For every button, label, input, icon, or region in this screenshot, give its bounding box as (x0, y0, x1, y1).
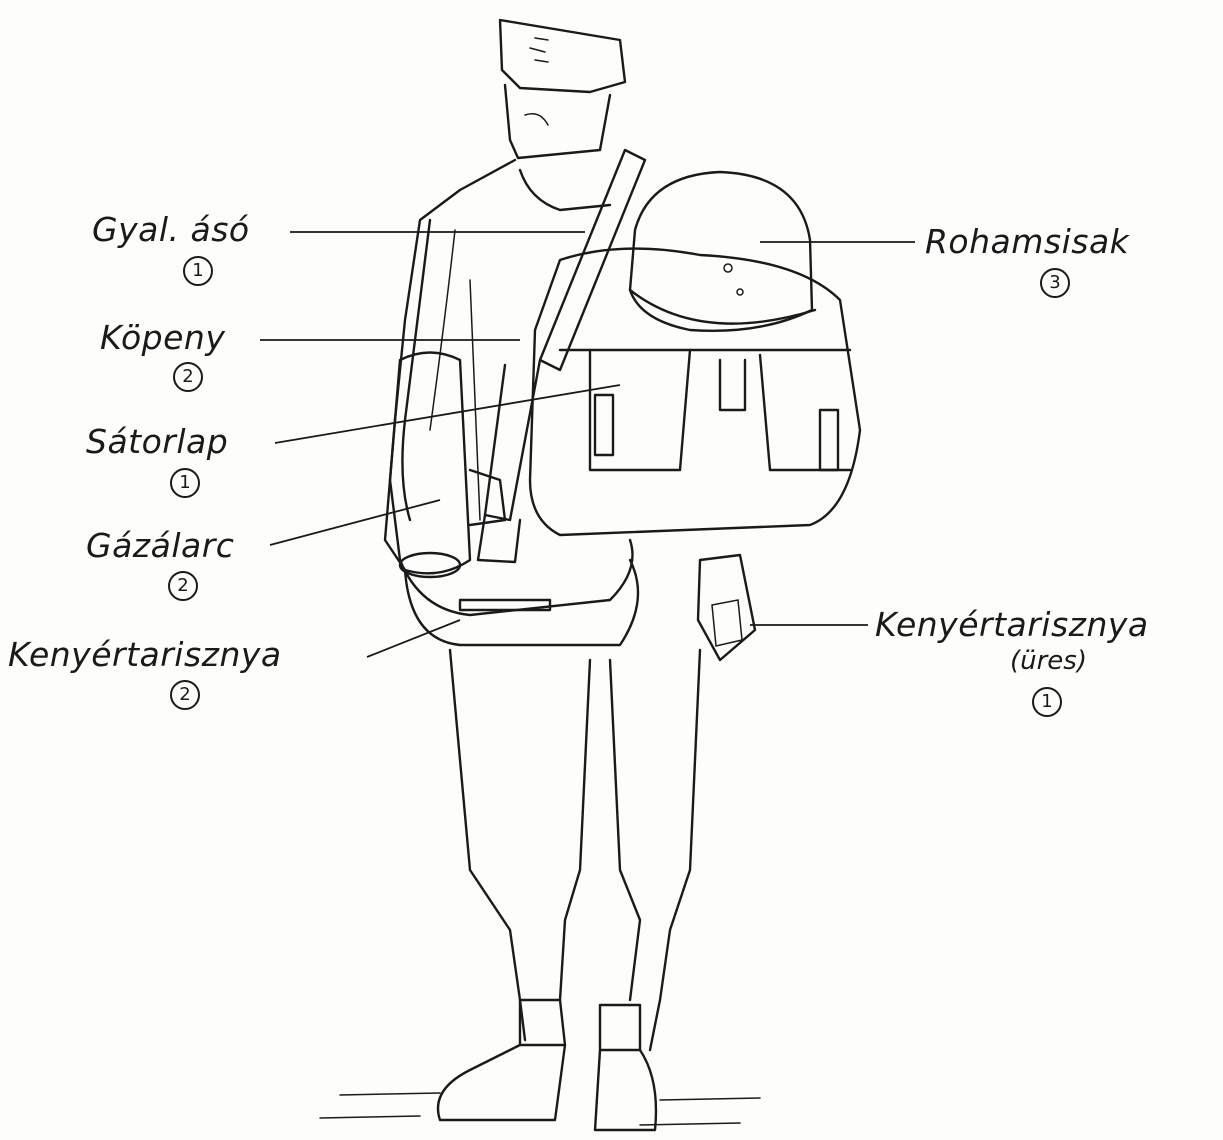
count-kenyertarisznya-left: 2 (170, 680, 200, 710)
count-kopeny: 2 (173, 362, 203, 392)
count-rohamsisak: 3 (1040, 268, 1070, 298)
count-kenyertarisznya-right: 1 (1032, 687, 1062, 717)
helmet (630, 172, 815, 331)
count-gazalarc: 2 (168, 571, 198, 601)
label-kenyertarisznya-right: Kenyértarisznya (875, 605, 1149, 644)
label-kenyertarisznya-right-note: (üres) (1010, 646, 1087, 676)
soldier-boots (438, 1045, 656, 1130)
label-gazalarc: Gázálarc (86, 526, 234, 565)
label-kopeny: Köpeny (100, 318, 225, 357)
label-satorlap: Sátorlap (86, 422, 228, 461)
soldier-head (500, 20, 625, 158)
count-satorlap: 1 (170, 468, 200, 498)
rolled-coat (402, 220, 455, 520)
soldier-torso (390, 160, 633, 615)
leader-lines (260, 232, 915, 657)
label-gyal-aso: Gyal. ásó (92, 210, 250, 249)
label-rohamsisak: Rohamsisak (925, 222, 1129, 261)
soldier-legs (450, 650, 700, 1050)
bread-bag-right (698, 555, 755, 660)
label-kenyertarisznya-left: Kenyértarisznya (8, 635, 282, 674)
count-gyal-aso: 1 (183, 256, 213, 286)
